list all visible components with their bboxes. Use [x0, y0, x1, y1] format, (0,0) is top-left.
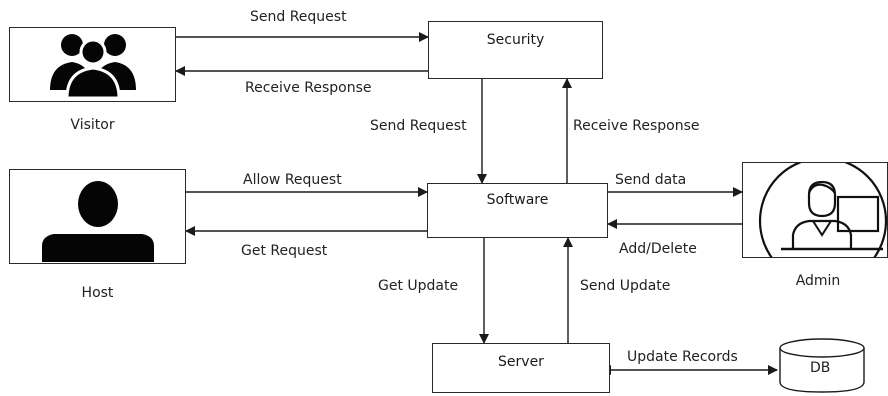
security-box: Security: [428, 21, 603, 79]
person-icon: [42, 181, 154, 262]
label-send-update: Send Update: [580, 278, 671, 294]
label-get-request: Get Request: [241, 243, 328, 259]
label-allow-request: Allow Request: [243, 172, 342, 188]
label-send-request-mid: Send Request: [370, 118, 467, 134]
software-box: Software: [427, 183, 608, 238]
label-receive-response-left: Receive Response: [245, 80, 372, 96]
admin-caption: Admin: [795, 273, 841, 289]
server-box: Server: [432, 343, 610, 393]
label-add-delete: Add/Delete: [619, 241, 697, 257]
label-send-request-top: Send Request: [250, 9, 347, 25]
visitor-caption: Visitor: [70, 117, 115, 133]
group-people-icon: [50, 34, 136, 100]
security-title: Security: [486, 32, 545, 48]
label-update-records: Update Records: [627, 349, 738, 365]
db-label: DB: [810, 360, 831, 376]
host-caption: Host: [81, 285, 114, 301]
software-title: Software: [486, 192, 549, 208]
host-box: [9, 169, 186, 264]
visitor-box: [9, 27, 176, 102]
database-cylinder-icon: [779, 338, 865, 393]
admin-box: [742, 162, 888, 258]
label-receive-response-right: Receive Response: [573, 118, 700, 134]
server-title: Server: [498, 354, 544, 370]
admin-at-desk-icon: [758, 163, 887, 257]
label-send-data: Send data: [615, 172, 687, 188]
label-get-update: Get Update: [378, 278, 459, 294]
